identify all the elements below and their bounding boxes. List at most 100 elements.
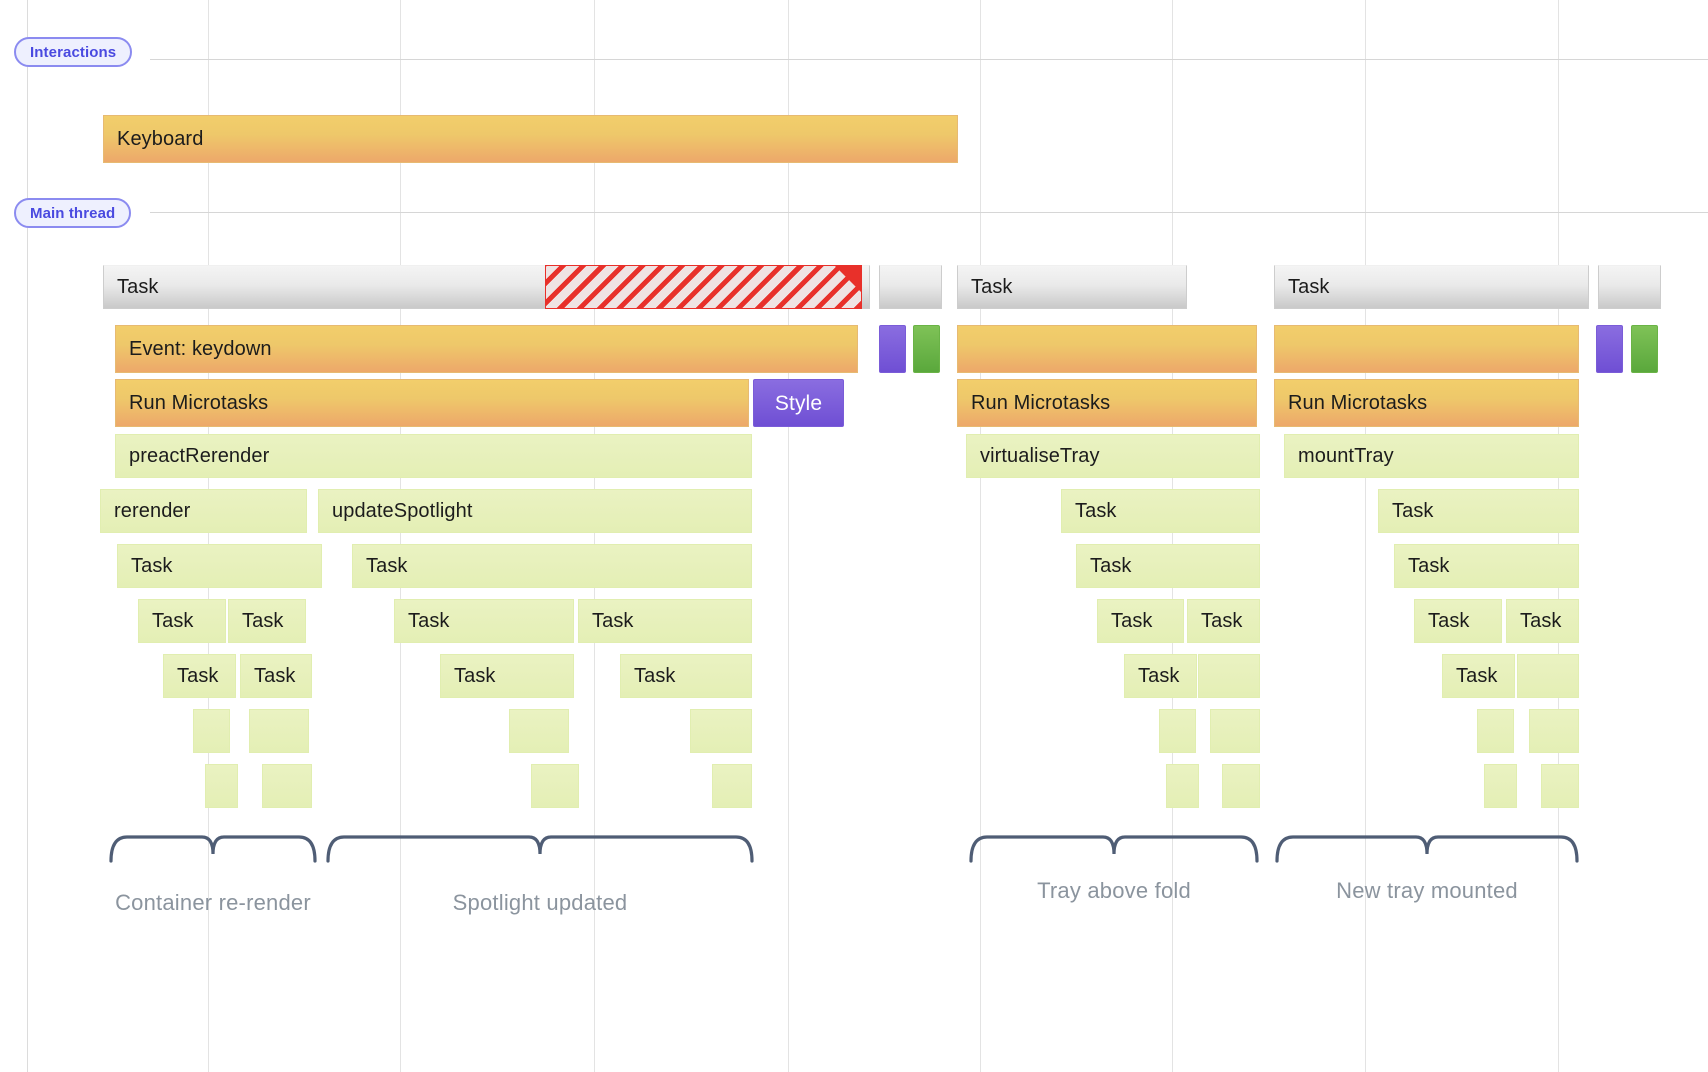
task-g2-r9-a[interactable] bbox=[1159, 709, 1196, 753]
task-g3-r9-a[interactable] bbox=[1477, 709, 1514, 753]
paint-chip-g1[interactable] bbox=[913, 325, 940, 373]
task-g1-r8-b[interactable] bbox=[249, 709, 309, 753]
task-g1-r9-a[interactable] bbox=[205, 764, 238, 808]
task-g1-r6-c[interactable]: Task bbox=[394, 599, 574, 643]
interaction-keyboard-label: Keyboard bbox=[117, 128, 204, 150]
brace-label-new-tray-mounted: New tray mounted bbox=[1336, 878, 1518, 903]
task-g3-r7-a-label: Task bbox=[1428, 610, 1470, 632]
task-bar-g1-label: Task bbox=[117, 276, 159, 298]
event-keydown-label: Event: keydown bbox=[129, 338, 272, 360]
run-microtasks-bar-g3[interactable]: Run Microtasks bbox=[1274, 379, 1579, 427]
task-g2-r7-b[interactable]: Task bbox=[1187, 599, 1260, 643]
gridline-vertical bbox=[400, 0, 401, 1072]
task-g2-r7-a-label: Task bbox=[1111, 610, 1153, 632]
brace-label-container-rerender: Container re-render bbox=[115, 890, 311, 915]
task-bar-g1-tail[interactable] bbox=[879, 265, 942, 309]
task-g1-r7-d[interactable]: Task bbox=[620, 654, 752, 698]
style-label: Style bbox=[774, 391, 823, 415]
task-g3-r6[interactable]: Task bbox=[1394, 544, 1579, 588]
task-g3-r9-b[interactable] bbox=[1529, 709, 1579, 753]
task-g3-r10-a[interactable] bbox=[1484, 764, 1517, 808]
task-g1-r5-a[interactable]: Task bbox=[117, 544, 322, 588]
task-g1-r5-b[interactable]: Task bbox=[352, 544, 752, 588]
task-g3-r8-b[interactable] bbox=[1517, 654, 1579, 698]
rerender-label: rerender bbox=[114, 500, 191, 522]
brace-label-spotlight-updated: Spotlight updated bbox=[452, 890, 628, 915]
event-bar-g2[interactable] bbox=[957, 325, 1257, 373]
update-spotlight-bar[interactable]: updateSpotlight bbox=[318, 489, 752, 533]
task-g3-r10-b[interactable] bbox=[1541, 764, 1579, 808]
track-badge-interactions[interactable]: Interactions bbox=[14, 37, 133, 67]
task-g2-r7-a[interactable]: Task bbox=[1097, 599, 1184, 643]
task-g2-r10-a[interactable] bbox=[1166, 764, 1199, 808]
task-g1-r6-c-label: Task bbox=[408, 610, 450, 632]
virtualise-tray-bar[interactable]: virtualiseTray bbox=[966, 434, 1260, 478]
task-g3-r7-b[interactable]: Task bbox=[1506, 599, 1579, 643]
task-g1-r8-c[interactable] bbox=[509, 709, 569, 753]
style-bar-g1[interactable]: Style bbox=[753, 379, 844, 427]
run-microtasks-label-g3: Run Microtasks bbox=[1288, 392, 1428, 414]
gridline-vertical bbox=[980, 0, 981, 1072]
task-bar-g3-label: Task bbox=[1288, 276, 1330, 298]
mount-tray-bar[interactable]: mountTray bbox=[1284, 434, 1579, 478]
task-g1-r6-b[interactable]: Task bbox=[228, 599, 306, 643]
task-bar-g2-label: Task bbox=[971, 276, 1013, 298]
task-g1-r7-a-label: Task bbox=[177, 665, 219, 687]
task-g2-r9-b[interactable] bbox=[1210, 709, 1260, 753]
task-g1-r5-a-label: Task bbox=[131, 555, 173, 577]
brace-new-tray-mounted bbox=[1274, 828, 1580, 864]
task-g1-r7-c[interactable]: Task bbox=[440, 654, 574, 698]
track-badge-interactions-label: Interactions bbox=[30, 43, 117, 61]
preact-rerender-bar[interactable]: preactRerender bbox=[115, 434, 752, 478]
task-g1-r6-a[interactable]: Task bbox=[138, 599, 226, 643]
gridline-vertical bbox=[1365, 0, 1366, 1072]
task-g3-r8-a-label: Task bbox=[1456, 665, 1498, 687]
task-g1-r7-b[interactable]: Task bbox=[240, 654, 312, 698]
style-chip-g3[interactable] bbox=[1596, 325, 1623, 373]
task-g2-r8-a[interactable]: Task bbox=[1124, 654, 1197, 698]
task-g2-r8-b[interactable] bbox=[1198, 654, 1260, 698]
event-keydown-bar[interactable]: Event: keydown bbox=[115, 325, 858, 373]
task-bar-g3[interactable]: Task bbox=[1274, 265, 1589, 309]
run-microtasks-bar-g2[interactable]: Run Microtasks bbox=[957, 379, 1257, 427]
gridline-vertical bbox=[1558, 0, 1559, 1072]
task-g1-r8-a[interactable] bbox=[193, 709, 230, 753]
task-bar-g3-tail[interactable] bbox=[1598, 265, 1661, 309]
task-g1-r7-b-label: Task bbox=[254, 665, 296, 687]
task-g1-r6-d-label: Task bbox=[592, 610, 634, 632]
task-g1-r6-d[interactable]: Task bbox=[578, 599, 752, 643]
task-g2-r7-b-label: Task bbox=[1201, 610, 1243, 632]
brace-label-tray-above-fold: Tray above fold bbox=[1037, 878, 1191, 903]
task-g3-r7-b-label: Task bbox=[1520, 610, 1562, 632]
task-g3-r8-a[interactable]: Task bbox=[1442, 654, 1515, 698]
track-badge-main-thread-label: Main thread bbox=[30, 204, 116, 222]
long-task-warning-hatch[interactable] bbox=[545, 265, 862, 309]
task-g2-r5-label: Task bbox=[1075, 500, 1117, 522]
paint-chip-g3[interactable] bbox=[1631, 325, 1658, 373]
brace-tray-above-fold bbox=[968, 828, 1260, 864]
task-g3-r5[interactable]: Task bbox=[1378, 489, 1579, 533]
gridline-vertical bbox=[1172, 0, 1173, 1072]
task-g1-r9-b[interactable] bbox=[262, 764, 312, 808]
rerender-bar[interactable]: rerender bbox=[100, 489, 307, 533]
run-microtasks-bar-g1[interactable]: Run Microtasks bbox=[115, 379, 749, 427]
track-separator bbox=[150, 212, 1708, 213]
style-chip-g1[interactable] bbox=[879, 325, 906, 373]
task-g3-r7-a[interactable]: Task bbox=[1414, 599, 1502, 643]
task-g1-r8-d[interactable] bbox=[690, 709, 752, 753]
task-g1-r7-a[interactable]: Task bbox=[163, 654, 236, 698]
task-g1-r6-a-label: Task bbox=[152, 610, 194, 632]
track-badge-main-thread[interactable]: Main thread bbox=[14, 198, 132, 228]
task-bar-g2[interactable]: Task bbox=[957, 265, 1187, 309]
event-bar-g3[interactable] bbox=[1274, 325, 1579, 373]
task-g1-r9-c[interactable] bbox=[531, 764, 579, 808]
interaction-keyboard[interactable]: Keyboard bbox=[103, 115, 958, 163]
task-g2-r10-b[interactable] bbox=[1222, 764, 1260, 808]
task-g2-r6[interactable]: Task bbox=[1076, 544, 1260, 588]
gridline-vertical bbox=[27, 0, 28, 1072]
brace-container-rerender bbox=[108, 828, 318, 864]
task-g2-r5[interactable]: Task bbox=[1061, 489, 1260, 533]
task-g1-r9-d[interactable] bbox=[712, 764, 752, 808]
